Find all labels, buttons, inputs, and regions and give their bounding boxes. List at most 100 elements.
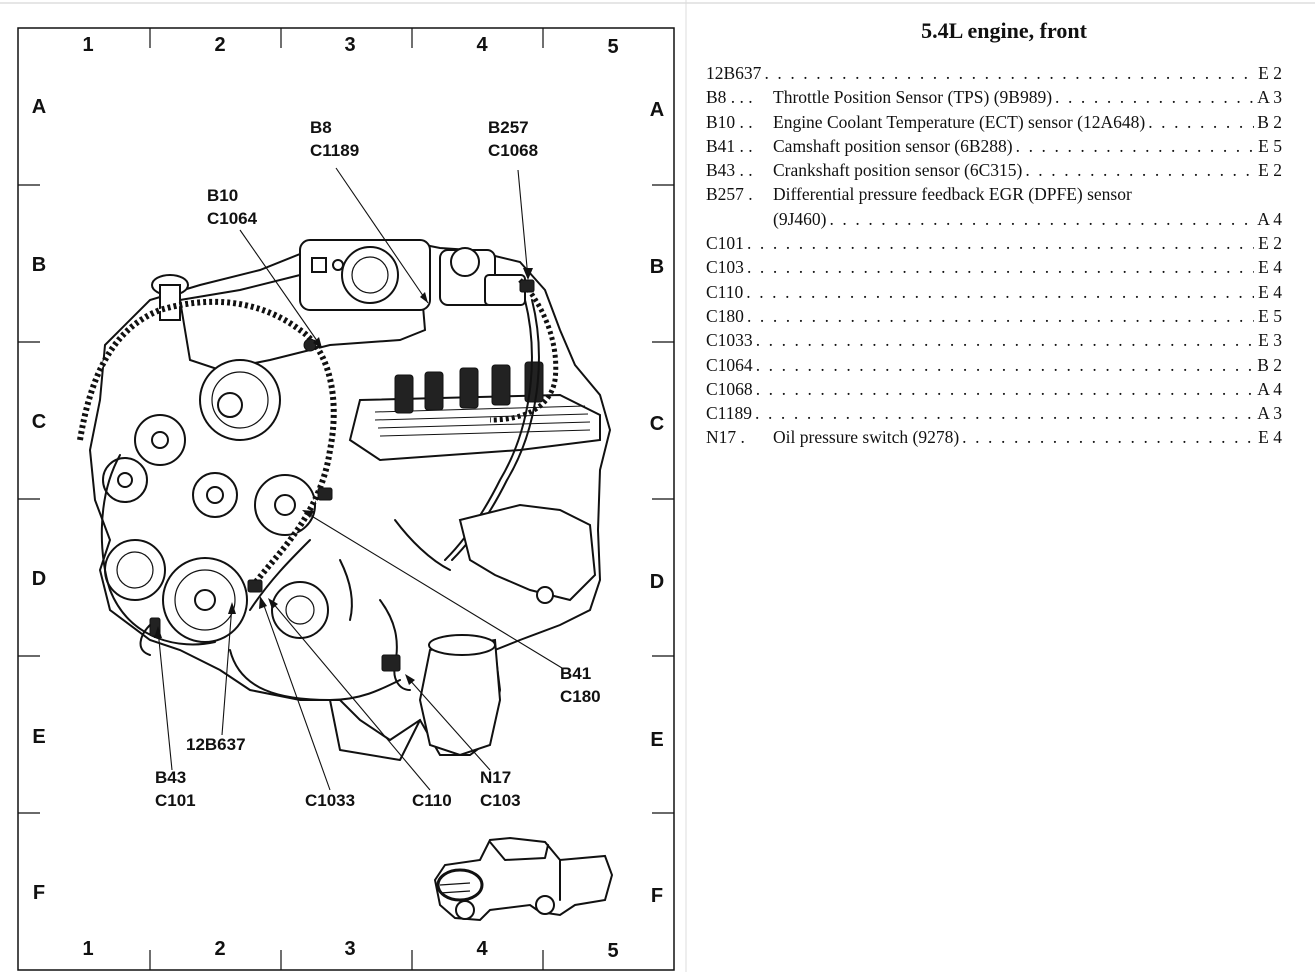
legend-item-leader-dots: . . . . . . . . . . . . . . . . . . . . …	[755, 330, 1254, 351]
grid-row-label: E	[650, 729, 663, 751]
legend-list: 12B637 . . . . . . . . . . . . . . . . .…	[706, 61, 1282, 450]
callout-b41: B41	[560, 664, 591, 683]
grid-row-label: A	[650, 99, 664, 121]
legend-item-code: B8 . . .	[706, 87, 753, 108]
legend-item-description: Engine Coolant Temperature (ECT) sensor …	[773, 111, 1146, 132]
grid-col-label: 5	[607, 36, 618, 58]
callout-b8: B8	[310, 118, 332, 137]
legend-item-grid-location: B 2	[1257, 354, 1282, 375]
legend-item-leader-dots: . . . . . . . . . . . . . . . . . . . . …	[764, 63, 1254, 83]
callout-c1068: C1068	[488, 141, 538, 160]
legend-item-leader-dots: . . . . . . . . . . . . . . . . . . . . …	[962, 427, 1254, 448]
legend-item-leader-dots: . . . . . . . . . . . . . . . . . . . . …	[1055, 87, 1254, 108]
legend-item-grid-location: E 5	[1258, 305, 1282, 326]
grid-row-label: D	[32, 568, 46, 590]
vehicle-locator-truck	[433, 836, 614, 922]
grid-col-label: 1	[82, 938, 93, 960]
legend-item-grid-location: E 2	[1258, 160, 1282, 181]
legend-item-grid-location: B 2	[1257, 111, 1282, 132]
grid-row-ticks-left	[18, 184, 40, 814]
legend-item-description: Crankshaft position sensor (6C315)	[773, 160, 1023, 181]
legend-item: C1033 . . . . . . . . . . . . . . . . . …	[706, 328, 1282, 352]
legend-item-leader-dots: . . . . . . . . . . . . . . . . . . . . …	[1025, 160, 1254, 181]
legend-item-leader-dots: . . . . . . . . . . . . . . . . . . . . …	[746, 233, 1254, 254]
legend-item: 12B637 . . . . . . . . . . . . . . . . .…	[706, 61, 1282, 85]
legend-item-code: B257 .	[706, 184, 753, 205]
legend-item: C110 . . . . . . . . . . . . . . . . . .…	[706, 280, 1282, 304]
legend-item-description: Throttle Position Sensor (TPS) (9B989)	[773, 87, 1053, 108]
grid-col-label: 4	[476, 34, 488, 56]
callout-b43: B43	[155, 768, 186, 787]
legend-item-grid-location: A 3	[1257, 87, 1282, 108]
grid-row-label: E	[32, 726, 45, 748]
grid-col-label: 2	[214, 34, 225, 56]
legend-item-leader-dots: . . . . . . . . . . . . . . . . . . . . …	[829, 208, 1254, 229]
legend-item-code: C103	[706, 257, 744, 278]
legend-item: C1189 . . . . . . . . . . . . . . . . . …	[706, 401, 1282, 425]
legend-item-leader-dots: . . . . . . . . . . . . . . . . . . . . …	[746, 281, 1254, 302]
legend-item-description: Camshaft position sensor (6B288)	[773, 135, 1013, 156]
legend-item-code: C180	[706, 305, 744, 326]
legend-item-code: C110	[706, 281, 744, 302]
callout-c1033: C1033	[305, 791, 355, 810]
legend-item-grid-location: A 3	[1257, 403, 1282, 424]
legend-item-code: C1064	[706, 354, 753, 375]
grid-col-label: 1	[82, 34, 93, 56]
grid-column-ticks-bottom	[149, 950, 544, 970]
legend-item-code: N17 .	[706, 427, 745, 448]
callout-c180: C180	[560, 687, 601, 706]
legend-item-grid-location: A 4	[1257, 208, 1282, 229]
grid-row-label: F	[651, 885, 663, 907]
legend-item: C1068 . . . . . . . . . . . . . . . . . …	[706, 377, 1282, 401]
grid-row-label: B	[650, 256, 664, 278]
legend-item-code: 12B637	[706, 63, 762, 83]
legend-item-code: B43 . .	[706, 160, 753, 181]
legend-item: B10 . . Engine Coolant Temperature (ECT) …	[706, 110, 1282, 134]
callout-c1064: C1064	[207, 209, 258, 228]
callout-b257: B257	[488, 118, 529, 137]
legend-item-leader-dots: . . . . . . . . . . . . . . . . . . . . …	[746, 257, 1254, 278]
legend-item: B8 . . . Throttle Position Sensor (TPS) (…	[706, 85, 1282, 109]
legend-item-code: B10 . .	[706, 111, 753, 132]
grid-row-label: A	[32, 96, 46, 118]
grid-col-label: 2	[214, 938, 225, 960]
engine-illustration	[77, 239, 612, 761]
grid-row-ticks-right	[652, 184, 674, 814]
legend-item-leader-dots: . . . . . . . . . . . . . . . . . . . . …	[1015, 135, 1254, 156]
legend-item-grid-location: E 4	[1258, 281, 1282, 302]
legend-item-grid-location: E 4	[1258, 427, 1282, 448]
callout-c1189: C1189	[310, 141, 359, 160]
legend-item: C180 . . . . . . . . . . . . . . . . . .…	[706, 304, 1282, 328]
legend-item: N17 .Oil pressure switch (9278) . . . . …	[706, 425, 1282, 449]
callout-leaders	[154, 167, 563, 791]
callout-n17: N17	[480, 768, 511, 787]
grid-row-label: C	[650, 413, 664, 435]
legend-item-description-cont: (9J460)	[773, 208, 827, 229]
grid-col-label: 3	[344, 34, 355, 56]
legend-item-code: C1068	[706, 378, 753, 399]
legend-item-leader-dots: . . . . . . . . . . . . . . . . . . . . …	[755, 378, 1254, 399]
callout-c103: C103	[480, 791, 521, 810]
component-legend: 5.4L engine, front 12B637 . . . . . . . …	[706, 18, 1282, 450]
callout-12b637: 12B637	[186, 735, 246, 754]
legend-title: 5.4L engine, front	[921, 18, 1087, 43]
callout-c110: C110	[412, 791, 452, 810]
legend-item-leader-dots: . . . . . . . . . . . . . . . . . . . . …	[746, 305, 1254, 326]
legend-item-code: C1189	[706, 403, 753, 424]
grid-column-ticks-top	[149, 28, 544, 48]
legend-item-leader-dots: . . . . . . . . . . . . . . . . . . . . …	[755, 403, 1254, 424]
legend-item-grid-location: A 4	[1257, 378, 1282, 399]
grid-row-label: C	[32, 411, 46, 433]
legend-item: B43 . . Crankshaft position sensor (6C315…	[706, 158, 1282, 182]
legend-item: C101 . . . . . . . . . . . . . . . . . .…	[706, 231, 1282, 255]
callout-b10: B10	[207, 186, 238, 205]
legend-item: B257 . Differential pressure feedback EGR…	[706, 182, 1282, 206]
legend-item: C103 . . . . . . . . . . . . . . . . . .…	[706, 255, 1282, 279]
grid-row-label: B	[32, 254, 46, 276]
legend-item-grid-location: E 4	[1258, 257, 1282, 278]
legend-item-description: Differential pressure feedback EGR (DPFE…	[773, 184, 1132, 205]
legend-item: C1064 . . . . . . . . . . . . . . . . . …	[706, 353, 1282, 377]
legend-item-code: C101	[706, 233, 744, 254]
callout-c101: C101	[155, 791, 196, 810]
